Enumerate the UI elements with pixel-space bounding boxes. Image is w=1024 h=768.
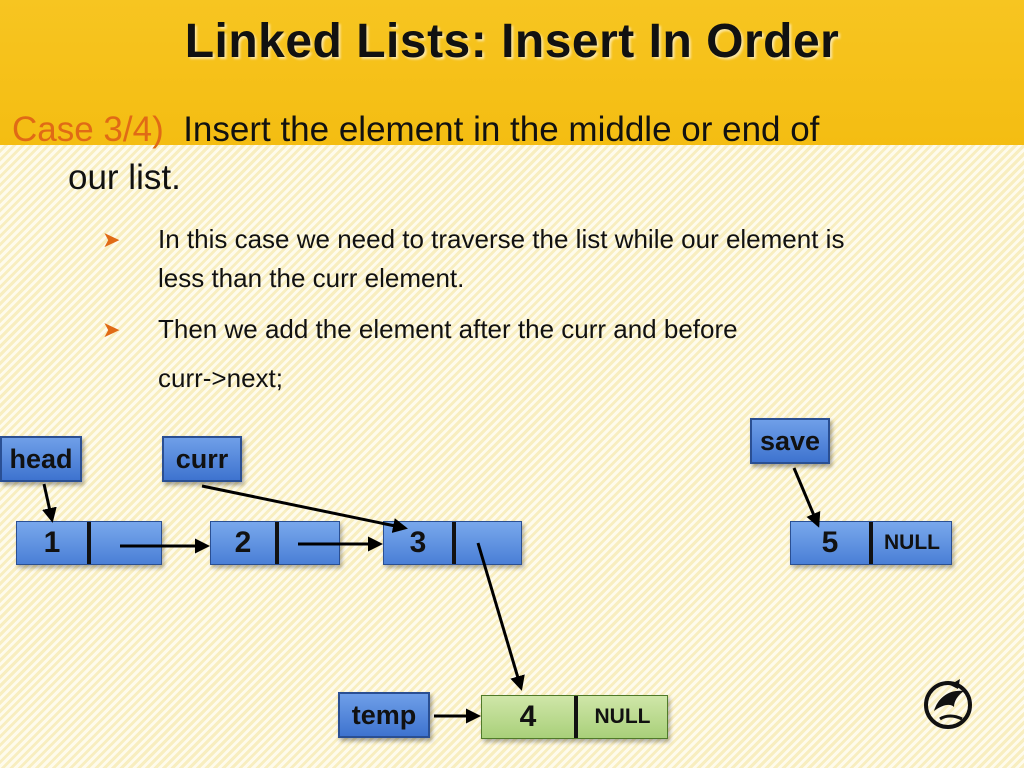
node-value: 4 [519, 700, 537, 733]
list-node-2: 2 [210, 521, 340, 565]
node-value: 5 [821, 526, 839, 559]
list-node-1: 1 [16, 521, 162, 565]
node-divider [275, 522, 279, 564]
node-divider [574, 696, 578, 738]
node-divider [869, 522, 873, 564]
head-pointer-label: head [0, 436, 82, 482]
node-next-null: NULL [884, 531, 940, 554]
bullet-2-line-2: curr->next; [158, 363, 283, 393]
node-value: 1 [43, 526, 61, 559]
case-statement: Case 3/4) Insert the element in the midd… [12, 106, 1012, 202]
node-divider [452, 522, 456, 564]
node-next [91, 522, 161, 564]
node-next [279, 522, 339, 564]
bullet-1-line-1: In this case we need to traverse the lis… [158, 224, 845, 254]
save-pointer-label: save [750, 418, 830, 464]
temp-pointer-label: temp [338, 692, 430, 738]
bullet-1-text: In this case we need to traverse the lis… [158, 220, 998, 298]
list-node-4-new: 4 NULL [481, 695, 668, 739]
university-logo-icon [924, 679, 972, 729]
case-text: Insert the element in the middle or end … [183, 110, 820, 149]
header-band [0, 0, 1024, 145]
case-label: Case 3/4) [12, 110, 164, 149]
bullet-2-text: Then we add the element after the curr a… [158, 310, 998, 398]
node-value: 2 [234, 526, 252, 559]
bullet-1-line-2: less than the curr element. [158, 263, 465, 293]
case-line-2: our list. [68, 158, 181, 197]
node-next [456, 522, 521, 564]
curr-pointer-label: curr [162, 436, 242, 482]
slide-title: Linked Lists: Insert In Order [184, 15, 840, 68]
list-node-3: 3 [383, 521, 522, 565]
arrowhead-bullet-icon: ➤ [102, 227, 121, 252]
node-value: 3 [409, 526, 427, 559]
case-line-1: Case 3/4) Insert the element in the midd… [12, 106, 1012, 154]
node-next-null: NULL [594, 705, 651, 728]
list-node-5: 5 NULL [790, 521, 952, 565]
node-divider [87, 522, 91, 564]
arrowhead-bullet-icon: ➤ [102, 317, 121, 342]
bullet-2-line-1: Then we add the element after the curr a… [158, 314, 738, 344]
